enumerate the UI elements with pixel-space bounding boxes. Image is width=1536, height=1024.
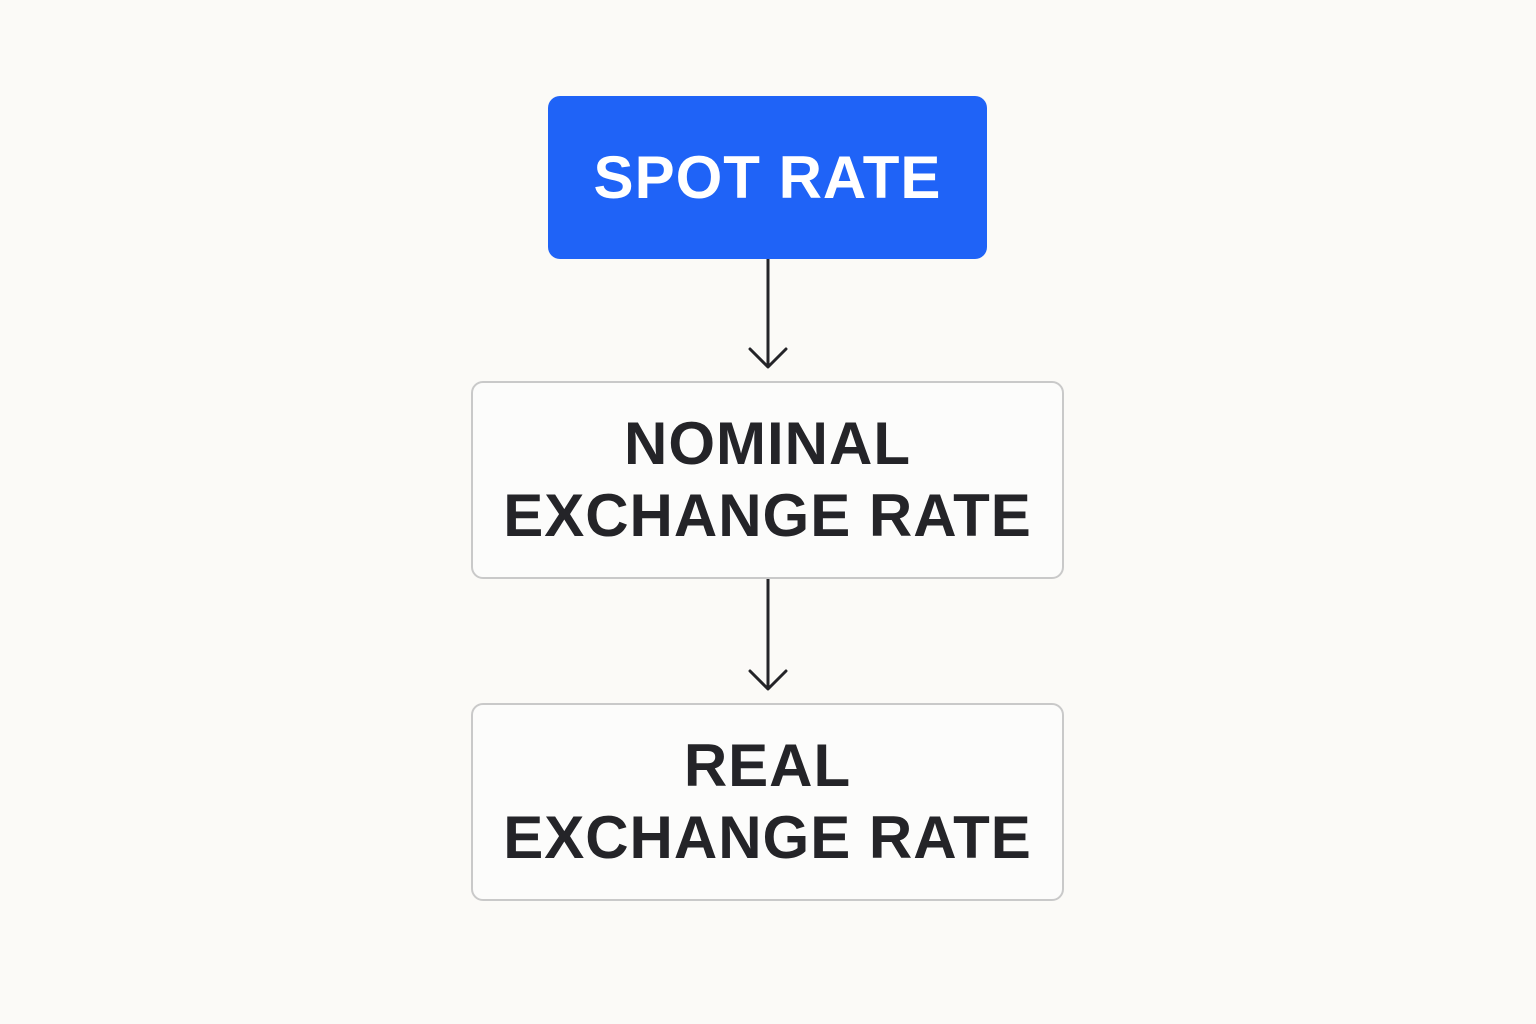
- nominal-exchange-rate-label-line-1: NOMINAL: [624, 410, 911, 477]
- real-exchange-rate-label-line-1: REAL: [683, 732, 852, 799]
- spot-rate-node: SPOT RATE: [548, 96, 987, 259]
- arrow-nominal-to-real: [748, 579, 788, 691]
- real-exchange-rate-node: REAL EXCHANGE RATE: [471, 703, 1064, 901]
- nominal-exchange-rate-node: NOMINAL EXCHANGE RATE: [471, 381, 1064, 579]
- nominal-exchange-rate-label-line-2: EXCHANGE RATE: [503, 482, 1032, 549]
- real-exchange-rate-label-line-2: EXCHANGE RATE: [503, 804, 1032, 871]
- arrow-spot-to-nominal: [748, 259, 788, 369]
- spot-rate-label: SPOT RATE: [593, 144, 942, 211]
